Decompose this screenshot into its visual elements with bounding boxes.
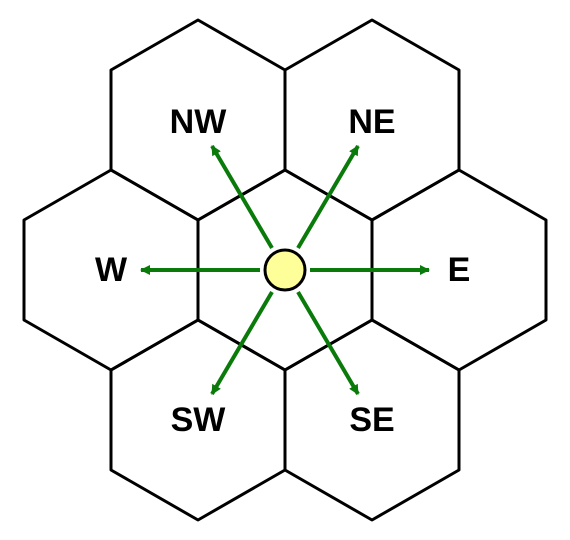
arrow-nw (210, 144, 274, 250)
arrow-ne (296, 144, 360, 250)
label-ne: NE (348, 103, 395, 141)
label-e: E (448, 251, 471, 289)
arrow-se (296, 290, 360, 396)
hex-grid (22, 18, 548, 522)
label-w: W (95, 251, 128, 289)
center-node (263, 248, 307, 292)
direction-arrows (140, 144, 430, 396)
label-sw: SW (171, 401, 227, 439)
label-nw: NW (170, 103, 228, 141)
label-se: SE (349, 401, 394, 439)
direction-labels: NW NE W E SW SE (95, 103, 470, 439)
hex-southeast (283, 318, 461, 522)
arrow-sw (210, 290, 274, 396)
